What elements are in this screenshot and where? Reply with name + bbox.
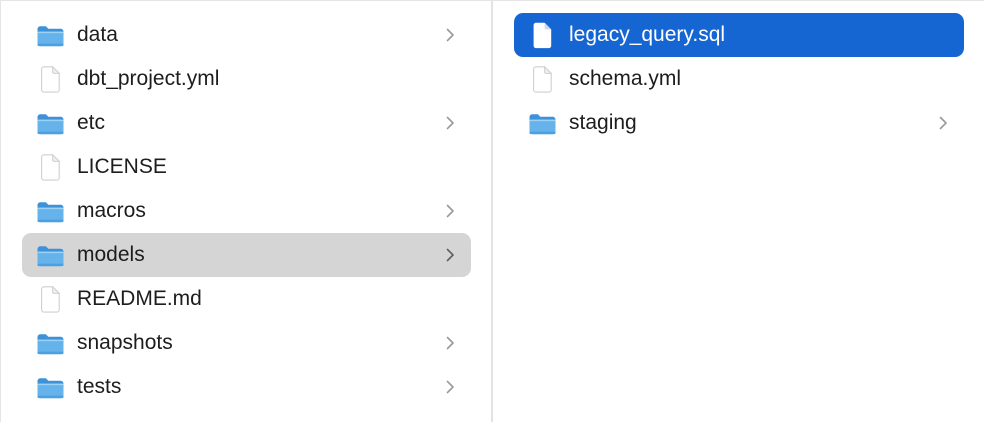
list-item-legacy-query-sql[interactable]: legacy_query.sql <box>514 13 964 57</box>
chevron-right-icon <box>446 380 455 394</box>
chevron-right-icon <box>446 248 455 262</box>
item-label: legacy_query.sql <box>569 23 726 46</box>
folder-icon <box>35 112 65 135</box>
folder-icon <box>527 112 557 135</box>
list-item-snapshots[interactable]: snapshots <box>22 321 471 365</box>
folder-icon <box>35 376 65 399</box>
item-label: macros <box>77 199 146 222</box>
list-item-macros[interactable]: macros <box>22 189 471 233</box>
list-item-license[interactable]: LICENSE <box>22 145 471 189</box>
folder-icon <box>35 200 65 223</box>
file-icon <box>35 285 65 313</box>
file-icon <box>527 65 557 93</box>
item-label: etc <box>77 111 106 134</box>
list-item-staging[interactable]: staging <box>514 101 964 145</box>
item-label: LICENSE <box>77 155 167 178</box>
item-label: dbt_project.yml <box>77 67 220 90</box>
chevron-right-icon <box>446 116 455 130</box>
folder-icon <box>35 244 65 267</box>
list-item-dbt-project-yml[interactable]: dbt_project.yml <box>22 57 471 101</box>
chevron-right-icon <box>446 204 455 218</box>
chevron-right-icon <box>446 28 455 42</box>
folder-icon <box>35 332 65 355</box>
item-label: README.md <box>77 287 202 310</box>
item-label: snapshots <box>77 331 173 354</box>
item-label: data <box>77 23 118 46</box>
chevron-right-icon <box>446 336 455 350</box>
file-icon <box>35 153 65 181</box>
parent-column: data dbt_project.yml etc <box>1 1 493 422</box>
list-item-etc[interactable]: etc <box>22 101 471 145</box>
file-icon <box>35 65 65 93</box>
file-icon <box>527 22 557 49</box>
item-label: schema.yml <box>569 67 682 90</box>
list-item-schema-yml[interactable]: schema.yml <box>514 57 964 101</box>
chevron-right-icon <box>939 116 948 130</box>
list-item-models[interactable]: models <box>22 233 471 277</box>
list-item-readme-md[interactable]: README.md <box>22 277 471 321</box>
item-label: staging <box>569 111 637 134</box>
item-label: tests <box>77 375 122 398</box>
child-column: legacy_query.sql schema.yml staging <box>493 1 984 422</box>
item-label: models <box>77 243 145 266</box>
list-item-data[interactable]: data <box>22 13 471 57</box>
list-item-tests[interactable]: tests <box>22 365 471 409</box>
folder-icon <box>35 24 65 47</box>
